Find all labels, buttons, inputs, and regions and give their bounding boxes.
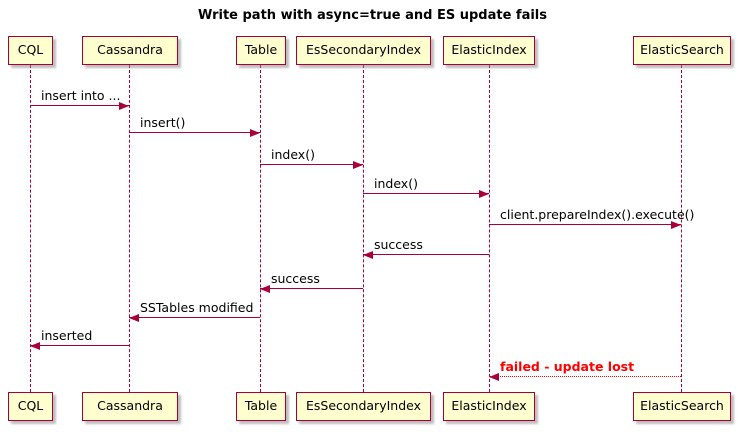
message-line-9: [489, 376, 681, 377]
lifeline-cassandra: [129, 65, 130, 392]
participant-label: ElasticIndex: [451, 398, 527, 414]
message-line-5: [363, 254, 489, 255]
message-line-0: [30, 105, 129, 106]
message-line-1: [129, 132, 260, 133]
participant-label: Cassandra: [97, 42, 163, 58]
participant-label: EsSecondaryIndex: [305, 398, 422, 414]
message-label-2: index(): [271, 147, 315, 162]
message-arrowhead-2: [353, 160, 363, 169]
message-line-3: [363, 193, 489, 194]
diagram-title: Write path with async=true and ES update…: [197, 8, 548, 23]
participant-cassandra-top[interactable]: Cassandra: [82, 36, 178, 65]
message-label-3: index(): [374, 176, 418, 191]
participant-label: Table: [244, 42, 278, 58]
participant-cassandra-bottom[interactable]: Cassandra: [82, 392, 178, 421]
message-label-6: success: [271, 271, 320, 286]
message-arrowhead-3: [479, 189, 489, 198]
participant-label: ElasticIndex: [451, 42, 527, 58]
participant-label: Cassandra: [97, 398, 163, 414]
message-line-4: [489, 224, 681, 225]
lifeline-cql: [30, 65, 31, 392]
participant-cql-top[interactable]: CQL: [8, 36, 53, 65]
participant-elasticindex-top[interactable]: ElasticIndex: [443, 36, 535, 65]
message-arrowhead-1: [250, 128, 260, 137]
message-line-7: [129, 317, 260, 318]
participant-elasticsearch-bottom[interactable]: ElasticSearch: [633, 392, 731, 421]
participant-label: CQL: [17, 42, 44, 58]
participant-table-top[interactable]: Table: [236, 36, 286, 65]
message-label-7: SSTables modified: [140, 300, 254, 315]
message-line-8: [30, 345, 129, 346]
message-label-0: insert into ...: [41, 88, 121, 103]
message-line-2: [260, 164, 363, 165]
lifeline-elasticindex: [489, 65, 490, 392]
lifeline-essecondaryindex: [363, 65, 364, 392]
lifeline-table: [260, 65, 261, 392]
message-arrowhead-4: [671, 220, 681, 229]
message-arrowhead-5: [363, 250, 373, 259]
participant-cql-bottom[interactable]: CQL: [8, 392, 53, 421]
message-arrowhead-6: [260, 284, 270, 293]
participant-essecondaryindex-bottom[interactable]: EsSecondaryIndex: [296, 392, 431, 421]
message-arrowhead-8: [30, 341, 40, 350]
participant-elasticindex-bottom[interactable]: ElasticIndex: [443, 392, 535, 421]
message-arrowhead-0: [119, 101, 129, 110]
message-label-1: insert(): [140, 115, 186, 130]
message-label-4: client.prepareIndex().execute(): [500, 207, 695, 222]
participant-elasticsearch-top[interactable]: ElasticSearch: [633, 36, 731, 65]
message-arrowhead-9: [489, 372, 499, 381]
message-arrowhead-7: [129, 313, 139, 322]
participant-essecondaryindex-top[interactable]: EsSecondaryIndex: [296, 36, 431, 65]
message-line-6: [260, 288, 363, 289]
message-label-5: success: [374, 237, 423, 252]
participant-label: Table: [244, 398, 278, 414]
participant-label: CQL: [17, 398, 44, 414]
participant-label: EsSecondaryIndex: [305, 42, 422, 58]
message-label-8: inserted: [41, 328, 93, 343]
message-label-9: failed - update lost: [500, 359, 635, 374]
participant-table-bottom[interactable]: Table: [236, 392, 286, 421]
participant-label: ElasticSearch: [640, 42, 724, 58]
lifeline-elasticsearch: [681, 65, 682, 392]
participant-label: ElasticSearch: [640, 398, 724, 414]
